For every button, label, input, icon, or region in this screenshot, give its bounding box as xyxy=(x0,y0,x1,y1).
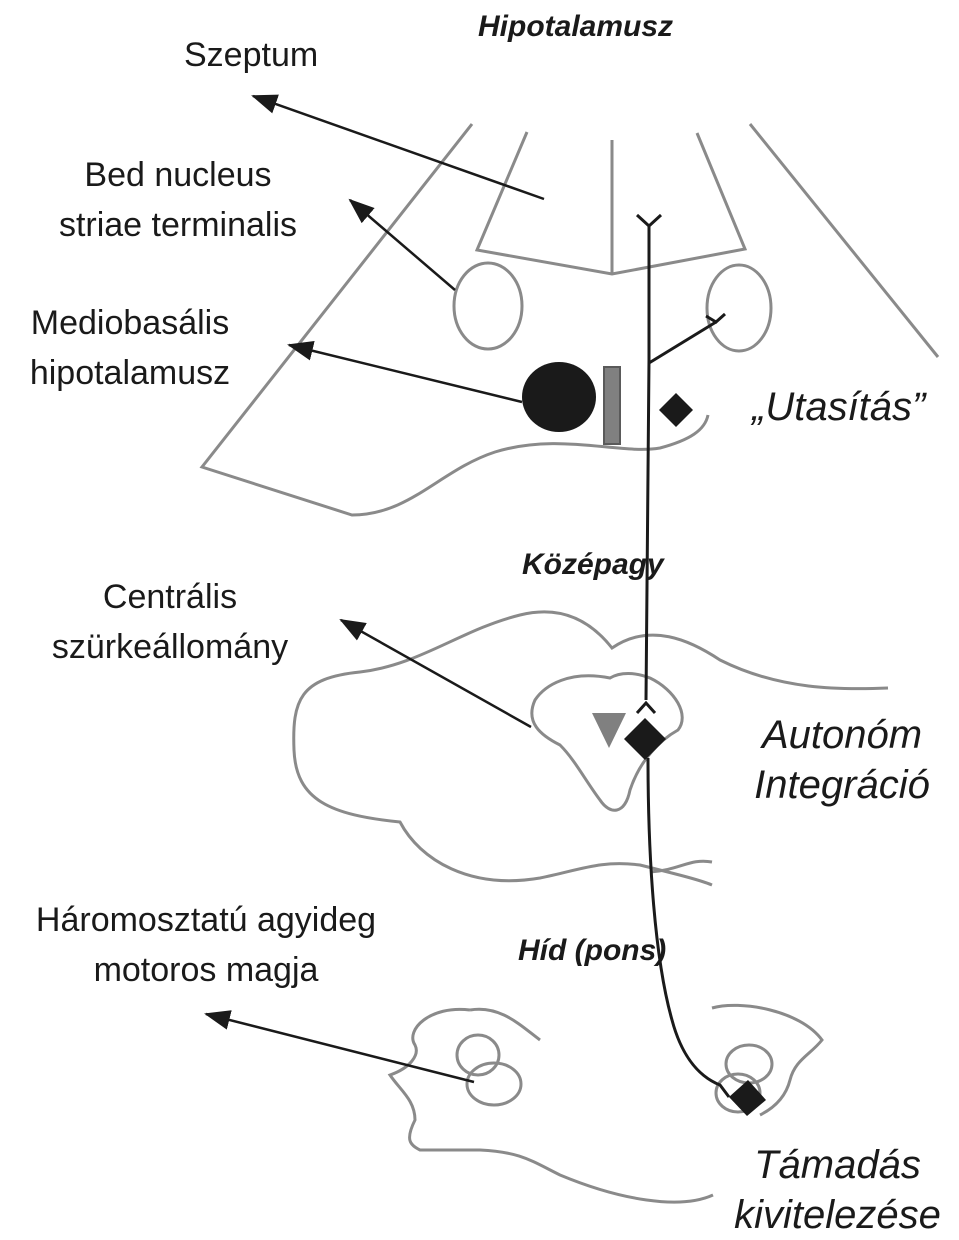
label-pag-line1: Centrális xyxy=(25,572,315,622)
stage-execution-line2: kivitelezése xyxy=(720,1190,955,1240)
mbh-nucleus xyxy=(522,362,596,432)
label-pag-line2: szürkeállomány xyxy=(25,622,315,672)
stage-execution: Támadás kivitelezése xyxy=(720,1140,955,1240)
pons-right-edge xyxy=(712,1005,822,1115)
trigeminal-oval-upper xyxy=(457,1035,499,1075)
label-trigeminal: Háromosztatú agyideg motoros magja xyxy=(0,895,412,995)
arrow-mbh xyxy=(289,345,522,402)
stage-command: „Utasítás” xyxy=(752,382,925,432)
label-bnst-line2: striae terminalis xyxy=(28,200,328,250)
region-title-hypothalamus: Hipotalamusz xyxy=(478,2,673,52)
autonomic-diamond xyxy=(624,718,666,760)
label-mbh-line1: Mediobasális xyxy=(10,298,250,348)
label-septum: Szeptum xyxy=(184,30,318,80)
stage-autonomic-line2: Integráció xyxy=(732,760,952,810)
label-mbh-line2: hipotalamusz xyxy=(10,348,250,398)
region-title-midbrain: Középagy xyxy=(522,540,664,590)
pons-outline xyxy=(390,1009,713,1202)
gray-bar-marker xyxy=(604,367,620,444)
label-bnst: Bed nucleus striae terminalis xyxy=(28,150,328,250)
label-trigeminal-line1: Háromosztatú agyideg xyxy=(0,895,412,945)
midbrain-lower-edge xyxy=(650,861,712,872)
stage-autonomic-line1: Autonóm xyxy=(732,710,952,760)
stage-autonomic: Autonóm Integráció xyxy=(732,710,952,810)
arrow-pag xyxy=(341,620,531,727)
terminal-fork-pag xyxy=(637,703,655,713)
gray-triangle-marker xyxy=(592,713,626,748)
label-mbh: Mediobasális hipotalamusz xyxy=(10,298,250,398)
arrow-trigeminal xyxy=(206,1014,474,1082)
label-trigeminal-line2: motoros magja xyxy=(0,945,412,995)
terminal-fork-top xyxy=(637,215,661,226)
label-pag: Centrális szürkeállomány xyxy=(25,572,315,672)
main-axon xyxy=(646,226,649,700)
command-diamond xyxy=(659,393,693,427)
region-title-pons: Híd (pons) xyxy=(518,926,666,976)
branch-to-bnst xyxy=(649,322,716,363)
bnst-right-oval xyxy=(707,265,771,351)
bnst-left-oval xyxy=(454,263,522,349)
stage-execution-line1: Támadás xyxy=(720,1140,955,1190)
label-bnst-line1: Bed nucleus xyxy=(28,150,328,200)
hypothalamus-right-edge xyxy=(750,124,938,357)
